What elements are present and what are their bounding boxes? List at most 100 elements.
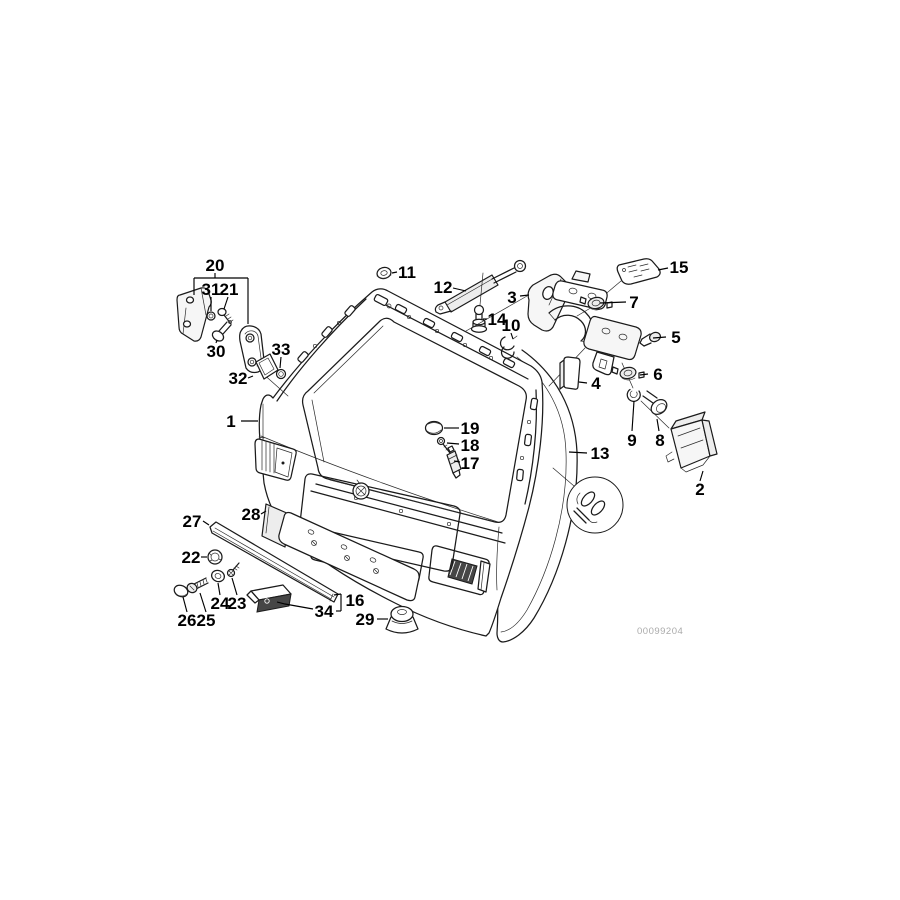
callout-label-27: 27 — [183, 512, 202, 531]
hinge-bracket — [176, 287, 212, 342]
callout-leader-7 — [599, 301, 627, 304]
callout-label-31: 31 — [202, 280, 221, 299]
knurled-nut — [207, 549, 223, 565]
gas-strut — [434, 259, 527, 315]
callout-leader-15 — [657, 267, 669, 271]
callout-leader-26 — [182, 596, 188, 613]
callout-label-18: 18 — [461, 436, 480, 455]
callout-label-28: 28 — [242, 505, 261, 524]
callout-leader-6 — [639, 373, 649, 376]
callout-label-3: 3 — [507, 288, 516, 307]
corner-bracket — [665, 411, 718, 473]
callout-label-15: 15 — [670, 258, 689, 277]
callout-leader-16 — [333, 593, 342, 596]
callout-leader-24 — [217, 582, 221, 596]
hinge-rivet — [211, 320, 232, 342]
callout-label-2: 2 — [695, 480, 704, 499]
hinge-pin — [217, 307, 234, 325]
callout-label-26: 26 — [178, 611, 197, 630]
c-washer — [626, 388, 641, 402]
callout-leader-12 — [452, 287, 467, 292]
right-taillight-recess — [428, 545, 491, 596]
callout-label-11: 11 — [398, 263, 416, 282]
washer — [210, 569, 226, 583]
callout-leader-10 — [510, 332, 514, 340]
callout-label-7: 7 — [629, 293, 638, 312]
seal-detail — [552, 467, 624, 534]
callout-leader-4 — [578, 381, 588, 384]
callout-leader-25 — [199, 592, 207, 613]
wing-nut-lower — [611, 366, 645, 381]
callout-label-8: 8 — [655, 431, 664, 450]
callout-label-24: 24 — [211, 594, 230, 613]
right-hinge-group — [465, 258, 718, 473]
buffer-pad — [559, 356, 581, 390]
callout-label-34: 34 — [315, 602, 334, 621]
trim-strip — [209, 521, 339, 603]
callout-leader-18 — [446, 442, 460, 445]
callout-label-30: 30 — [207, 342, 226, 361]
callout-label-12: 12 — [434, 278, 453, 297]
callout-leader-3 — [519, 294, 530, 297]
callout-leader-33 — [279, 356, 282, 369]
hinge-pin-bolt — [642, 390, 668, 415]
outer-skin-panel — [496, 349, 578, 643]
callout-leader-34 — [276, 601, 314, 610]
left-hinge-group — [176, 287, 289, 397]
watermark: 00099204 — [637, 626, 683, 637]
callout-leader-23 — [231, 577, 238, 596]
callout-label-6: 6 — [653, 365, 662, 384]
cap-cover — [173, 584, 189, 598]
callout-label-1: 1 — [226, 412, 235, 431]
spray-nozzle — [446, 445, 462, 479]
callout-label-9: 9 — [627, 431, 636, 450]
callout-leader-17 — [453, 460, 461, 463]
callout-label-23: 23 — [228, 594, 247, 613]
callout-leader-13 — [568, 451, 588, 454]
callout-leader-21 — [223, 296, 229, 310]
callout-leader-28 — [260, 510, 267, 515]
small-screw — [226, 562, 240, 578]
hinge-cover — [616, 258, 661, 285]
callout-label-22: 22 — [182, 548, 201, 567]
callout-leader-9 — [631, 400, 635, 432]
fasteners-group — [173, 549, 240, 598]
callout-leader-2 — [699, 470, 704, 482]
callout-leader-11 — [391, 271, 398, 274]
hinge-nut — [206, 311, 216, 321]
callout-leader-5 — [652, 336, 667, 339]
callouts-layer: 1234567891011121314151617181920212223242… — [178, 256, 705, 630]
callout-label-16: 16 — [346, 591, 365, 610]
callout-label-5: 5 — [671, 328, 680, 347]
bolt — [186, 577, 209, 594]
ball-stud — [470, 304, 488, 333]
callout-leader-32 — [247, 375, 254, 379]
washer-nozzle-group — [424, 420, 462, 479]
callout-label-17: 17 — [461, 454, 480, 473]
callout-label-19: 19 — [461, 419, 480, 438]
gas-strut-group — [376, 259, 527, 359]
cover-cap — [424, 420, 444, 436]
callout-label-29: 29 — [356, 610, 375, 629]
brand-roundel — [352, 479, 370, 500]
callout-label-4: 4 — [591, 374, 601, 393]
callout-leader-8 — [656, 418, 660, 432]
gasket-nut — [275, 368, 287, 380]
callout-label-21: 21 — [220, 280, 239, 299]
license-base-panel — [261, 503, 420, 602]
stop-screw — [639, 331, 661, 347]
callout-label-10: 10 — [502, 316, 521, 335]
callout-leader-30 — [215, 339, 218, 344]
grommet — [376, 266, 392, 280]
callout-label-13: 13 — [591, 444, 610, 463]
callout-label-20: 20 — [206, 256, 225, 275]
retaining-clip — [499, 335, 518, 359]
nozzle-screw — [436, 436, 451, 454]
license-panel-group — [209, 503, 420, 634]
callout-label-32: 32 — [229, 369, 248, 388]
end-channel — [246, 584, 292, 613]
callout-label-25: 25 — [197, 611, 216, 630]
callout-label-14: 14 — [488, 310, 507, 329]
